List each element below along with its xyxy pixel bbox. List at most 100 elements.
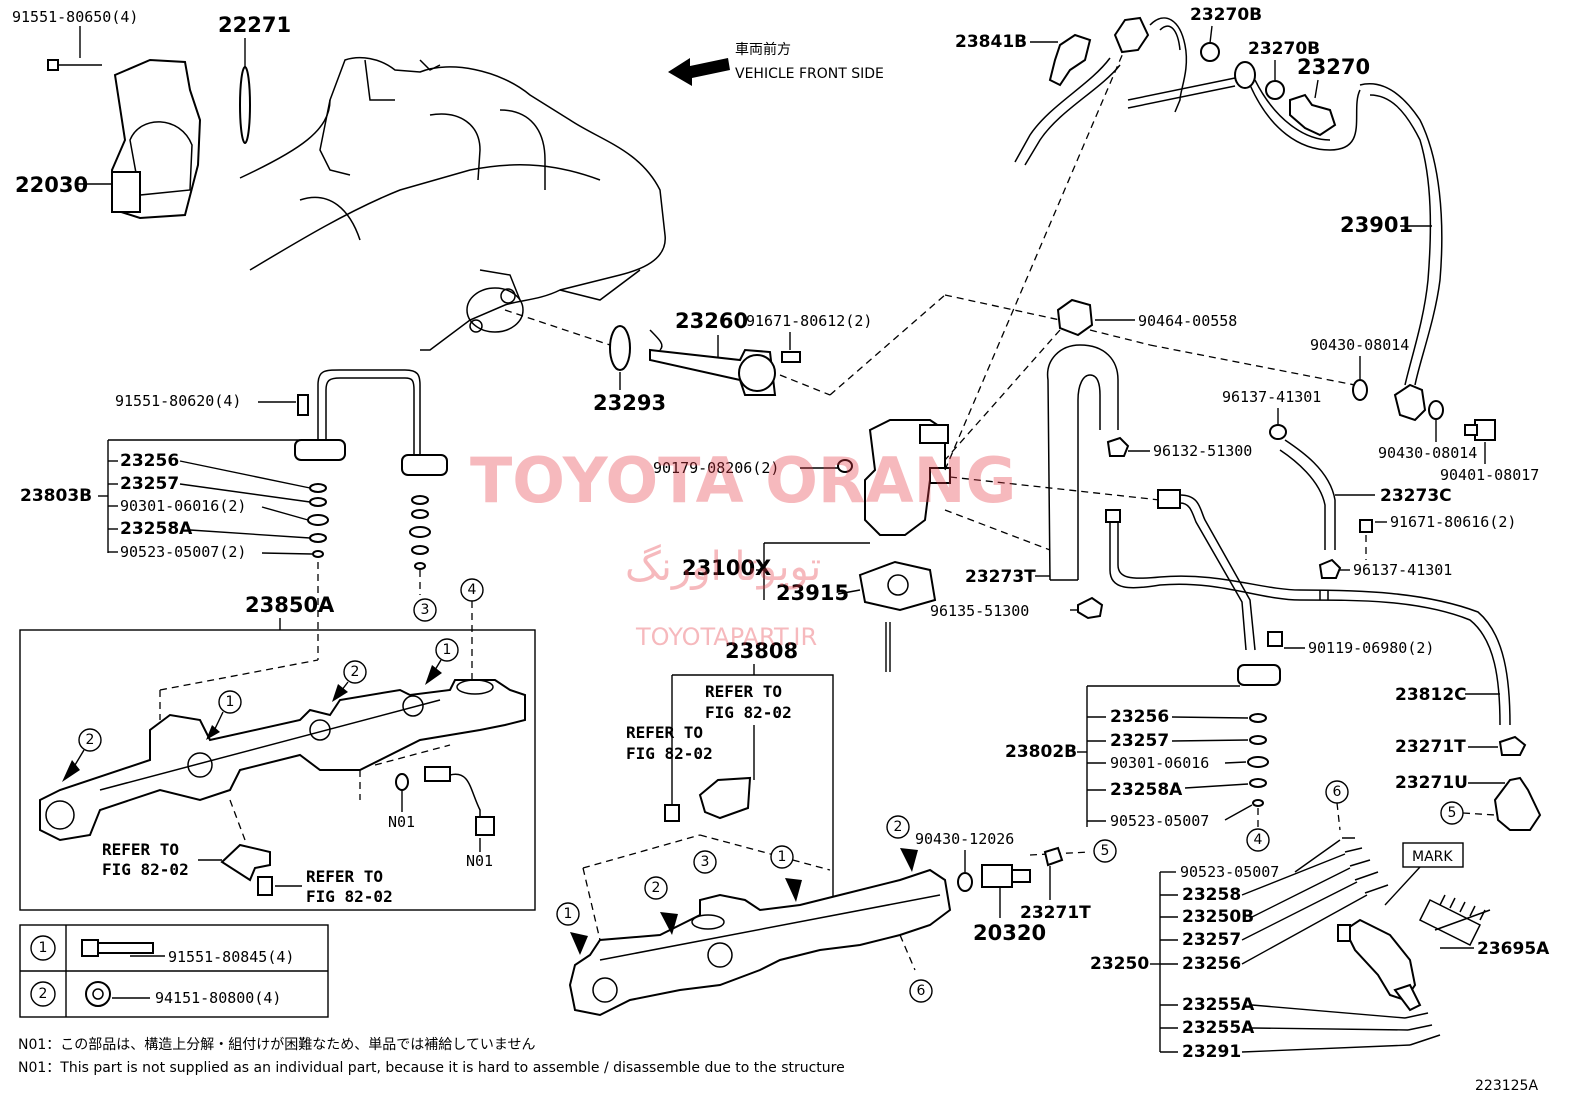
label-96135-51300: 96135-51300 [930,602,1029,620]
direction-jp: 車両前方 [735,41,791,58]
label-23273T: 23273T [965,567,1036,587]
label-23293: 23293 [593,391,666,415]
svg-text:4: 4 [1254,832,1263,848]
note-jp: N01：この部品は、構造上分解・組付けが困難なため、単品では補給していません [18,1037,535,1053]
label-23250: 23250 [1090,954,1149,974]
refer-left-2a: REFER TO [306,867,383,886]
label-23257-left: 23257 [120,474,179,494]
label-90523-05007-right: 90523-05007 [1110,812,1209,830]
label-mark: MARK [1412,849,1453,865]
hose-23273T [1046,344,1119,581]
svg-text:1: 1 [443,642,452,658]
svg-text:1: 1 [564,906,573,922]
label-96132-51300: 96132-51300 [1153,442,1252,460]
label-23291: 23291 [1182,1042,1241,1062]
label-n01-a: N01 [388,813,415,831]
pressure-regulator-23100X [837,419,951,612]
svg-text:5: 5 [1448,805,1457,821]
svg-text:2: 2 [86,732,95,748]
svg-text:1: 1 [226,694,235,710]
label-23915: 23915 [776,581,849,605]
pulsation-damper-20320 [957,846,1064,892]
legend-num-1: 1 [39,940,48,956]
seal-stack-left [307,483,431,570]
fastener-legend: 1 2 91551-80845(4) 94151-80800(4) [19,924,329,1018]
svg-text:2: 2 [351,664,360,680]
hose-23271U [1493,776,1542,831]
figure-id: 223125A [1475,1078,1538,1094]
label-23258: 23258 [1182,885,1241,905]
refer-left-1b: FIG 82-02 [102,860,189,879]
label-23256-injector: 23256 [1182,954,1241,974]
assembly-box-23808 [672,674,834,910]
label-90464-00558: 90464-00558 [1138,312,1237,330]
legend-part-2: 94151-80800(4) [155,989,281,1007]
label-23270B-top: 23270B [1190,5,1262,25]
label-22030: 22030 [15,173,88,197]
label-23255A-2: 23255A [1182,1018,1255,1038]
legend-part-1: 91551-80845(4) [168,948,294,966]
svg-text:6: 6 [1333,784,1342,800]
throttle-body-part [47,58,202,220]
svg-text:5: 5 [1101,843,1110,859]
label-91551-80620: 91551-80620(4) [115,392,241,410]
clip-23271T [1498,735,1527,756]
label-23258A-left: 23258A [120,519,193,539]
vehicle-front-arrow: 車両前方 VEHICLE FRONT SIDE [668,41,884,86]
watermark-site: TOYOTAPART.IR [635,623,817,651]
label-23901: 23901 [1340,213,1413,237]
label-90401-08017: 90401-08017 [1440,466,1539,484]
svg-text:2: 2 [894,819,903,835]
refer-left-2b: FIG 82-02 [306,887,393,906]
label-23841B: 23841B [955,32,1027,52]
label-23273C: 23273C [1380,486,1452,506]
delivery-pipe-left [39,679,526,842]
watermark-main: TOYOTA ORANG [470,444,1016,517]
hose-23812C [1105,489,1511,726]
delivery-pipe-right [568,868,952,1017]
svg-text:6: 6 [917,983,926,999]
label-90430-08014-b: 90430-08014 [1378,444,1477,462]
svg-text:4: 4 [468,582,477,598]
refer-left-1a: REFER TO [102,840,179,859]
label-23271T: 23271T [1395,737,1466,757]
watermark-farsi: تویوتا اورنگ [625,544,821,590]
svg-text:3: 3 [701,854,710,870]
legend-num-2: 2 [39,986,48,1002]
label-23257-right: 23257 [1110,731,1169,751]
label-23270: 23270 [1297,55,1370,79]
label-91671-80616: 91671-80616(2) [1390,513,1516,531]
svg-text:1: 1 [778,849,787,865]
mark-box [1402,842,1464,868]
assembly-box-23850A [19,629,536,911]
label-23258A-right: 23258A [1110,780,1183,800]
label-90301-06016-left: 90301-06016(2) [120,497,246,515]
refer-mid-2a: REFER TO [626,723,703,742]
hose-assembly-top [1014,16,1496,441]
intake-manifold-drawing [239,57,666,351]
label-23802B: 23802B [1005,742,1077,762]
refer-mid-2b: FIG 82-02 [626,744,713,763]
label-90301-06016-right: 90301-06016 [1110,754,1209,772]
label-23256-right: 23256 [1110,707,1169,727]
sensor-23260 [609,325,801,396]
label-90430-08014-a: 90430-08014 [1310,336,1409,354]
fuel-pipe-23802B [1237,631,1283,807]
label-96137-41301-b: 96137-41301 [1353,561,1452,579]
label-23100X: 23100X [682,556,771,580]
label-23250B: 23250B [1182,907,1254,927]
injector-23250 [1337,837,1491,1046]
refer-mid-1a: REFER TO [705,682,782,701]
svg-text:3: 3 [421,602,430,618]
label-n01-b: N01 [466,852,493,870]
label-96137-41301-a: 96137-41301 [1222,388,1321,406]
label-90430-12026: 90430-12026 [915,830,1014,848]
label-23271T-lower: 23271T [1020,903,1091,923]
label-90179-08206: 90179-08206(2) [653,459,779,477]
label-23257-injector: 23257 [1182,930,1241,950]
label-23803B: 23803B [20,486,92,506]
label-23808: 23808 [725,639,798,663]
label-23260: 23260 [675,309,748,333]
label-91551-80650: 91551-80650(4) [12,8,138,26]
label-90523-05007-left: 90523-05007(2) [120,543,246,561]
